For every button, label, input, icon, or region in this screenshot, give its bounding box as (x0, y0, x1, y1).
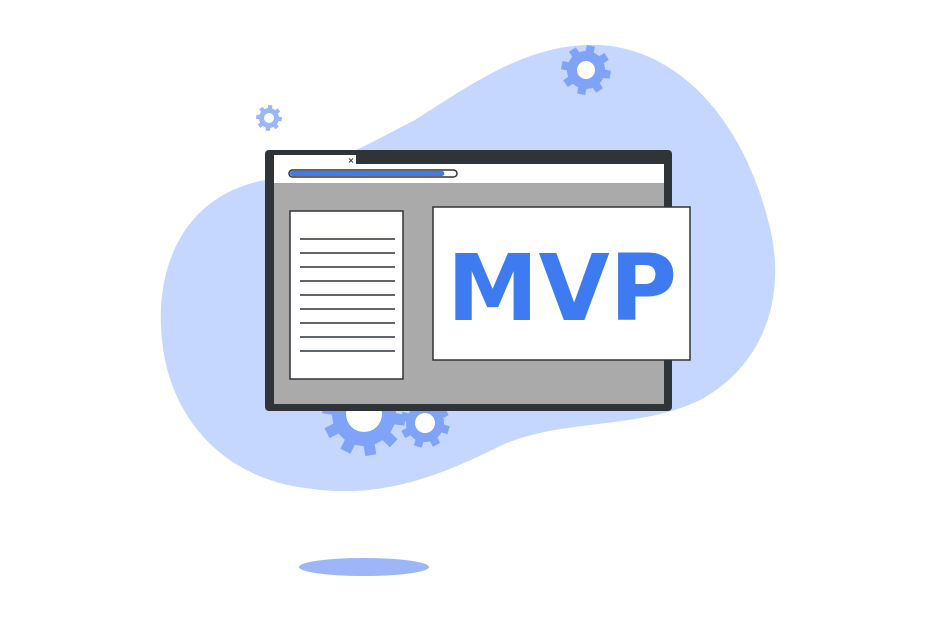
gear-hole (264, 113, 274, 123)
gear-hole (415, 413, 435, 433)
loading-bar-fill (290, 171, 445, 176)
browser-toolbar (274, 164, 664, 183)
mvp-card (432, 206, 691, 361)
gear-icon (561, 45, 611, 95)
gear-hole (577, 61, 595, 79)
browser-window-icon: × MVP (265, 150, 691, 411)
document-icon (289, 210, 404, 380)
browser-tab (274, 155, 356, 165)
ground-shadow (299, 558, 429, 576)
gear-icon (256, 105, 282, 131)
close-icon: × (348, 156, 355, 165)
document-lines (300, 238, 395, 352)
mvp-headline: MVP (447, 235, 677, 342)
